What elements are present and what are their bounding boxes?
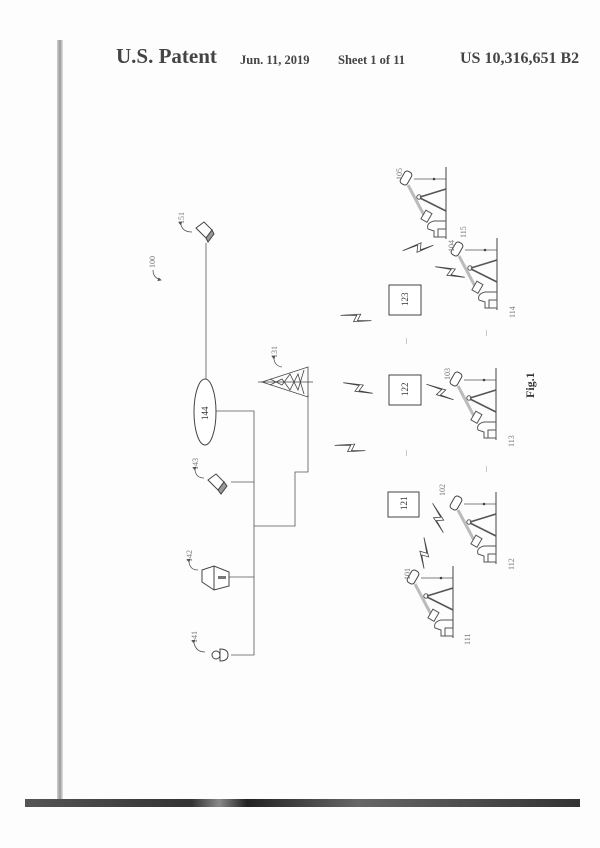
lightning-icon — [434, 258, 466, 286]
cell-tower-131-icon — [258, 366, 313, 398]
ellipsis-wells-lower: ... — [480, 466, 489, 472]
label-144: 144 — [200, 406, 210, 420]
label-101: 101 — [403, 568, 412, 580]
pumpjack-icon — [447, 490, 498, 566]
header-date: Jun. 11, 2019 — [240, 53, 310, 67]
label-114: 114 — [508, 306, 517, 318]
label-111: 111 — [463, 634, 472, 645]
pumpjack-icon — [447, 366, 498, 442]
scan-edge-bottom — [25, 799, 580, 807]
lightning-icon — [408, 536, 440, 570]
wired-bus — [216, 395, 309, 656]
header-sheet: Sheet 1 of 11 — [338, 53, 406, 67]
label-151: 151 — [177, 212, 186, 224]
lightning-icon — [426, 379, 454, 405]
laptop-143-icon — [207, 473, 228, 495]
svg-text:100: 100 — [148, 256, 157, 268]
gateway-121 — [387, 491, 420, 518]
header-title: U.S. Patent — [116, 44, 217, 68]
scan-edge-left — [57, 40, 63, 800]
system-100-label: 100 — [148, 256, 162, 282]
ellipsis-gateways-upper: ... — [400, 338, 409, 344]
lightning-icon — [402, 231, 434, 265]
figure-caption: Fig.1 — [523, 372, 537, 398]
server-142-icon — [201, 565, 230, 591]
label-112: 112 — [507, 558, 516, 570]
well-103: 103 113 — [443, 366, 516, 447]
label-131: 131 — [270, 346, 279, 358]
well-102: 102 112 — [438, 484, 516, 570]
label-115: 115 — [459, 226, 468, 238]
label-113: 113 — [507, 435, 516, 447]
label-102: 102 — [438, 484, 447, 496]
lightning-icon — [334, 432, 366, 464]
label-123: 123 — [400, 292, 410, 306]
header-patent-number: US 10,316,651 B2 — [460, 50, 580, 67]
well-101: 101 111 — [403, 564, 472, 645]
label-121: 121 — [399, 497, 409, 511]
laptop-151-icon — [195, 221, 215, 243]
lightning-icon — [342, 374, 374, 402]
gateway-123 — [388, 284, 422, 316]
label-103: 103 — [443, 368, 452, 380]
label-105: 105 — [395, 168, 404, 180]
gateway-122 — [388, 374, 422, 406]
ellipsis-gateways-lower: ... — [400, 450, 409, 456]
label-141: 141 — [190, 631, 199, 643]
pumpjack-icon — [397, 165, 448, 241]
pumpjack-icon — [448, 236, 499, 312]
well-104: 104 114 — [447, 236, 517, 318]
well-105: 105 115 — [395, 165, 468, 241]
label-104: 104 — [447, 240, 456, 252]
label-143: 143 — [191, 458, 200, 470]
network-144 — [193, 378, 217, 446]
ellipsis-wells-upper: ... — [480, 330, 489, 336]
lightning-icon — [340, 302, 372, 334]
lightning-icon — [422, 502, 454, 534]
label-142: 142 — [185, 550, 194, 562]
user-141-icon — [211, 648, 229, 662]
pumpjack-icon — [404, 564, 455, 640]
label-122: 122 — [400, 383, 410, 397]
